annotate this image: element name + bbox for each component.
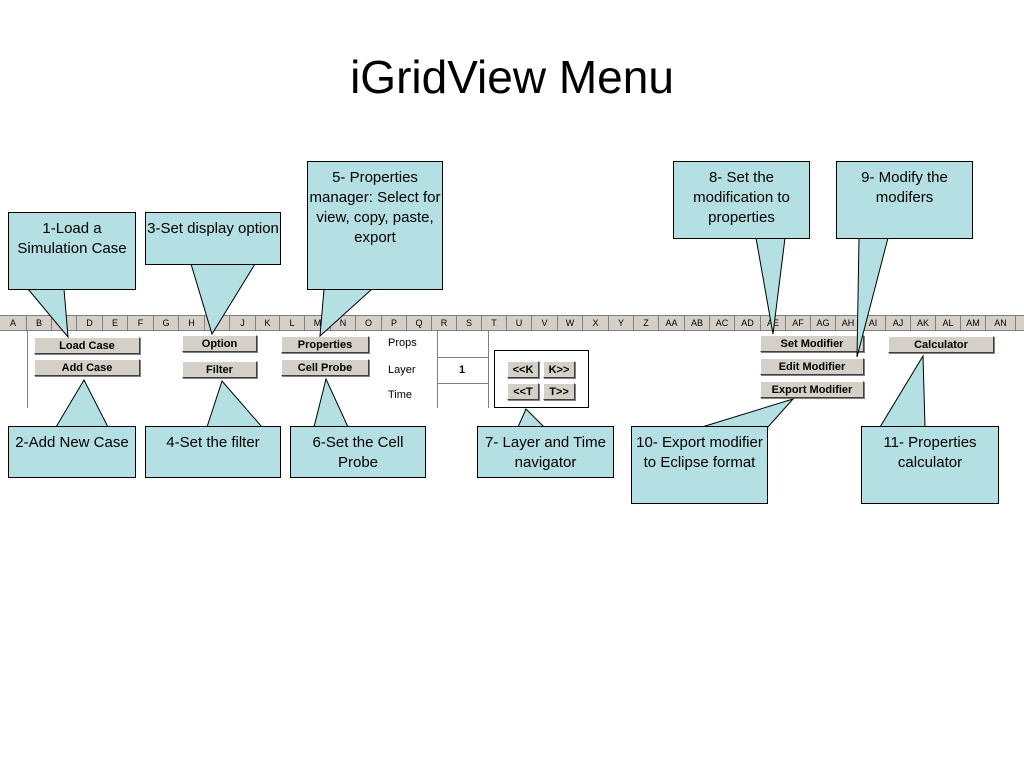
option-button[interactable]: Option (182, 335, 257, 352)
column-header-d[interactable]: D (77, 316, 103, 330)
callout-2-pointer (55, 378, 109, 428)
callout-10-pointer (701, 397, 795, 428)
column-header-bar: ABCDEFGHIJKLMNOPQRSTUVWXYZAAABACADAEAFAG… (0, 315, 1024, 331)
column-header-ak[interactable]: AK (911, 316, 936, 330)
page-title: iGridView Menu (350, 51, 674, 103)
column-header-h[interactable]: H (179, 316, 205, 330)
calculator-button[interactable]: Calculator (888, 336, 994, 353)
column-header-an[interactable]: AN (986, 316, 1016, 330)
callout-6-pointer (313, 377, 349, 428)
export-modifier-button[interactable]: Export Modifier (760, 381, 864, 398)
callout-properties-manager: 5- Properties manager: Select for view, … (307, 161, 443, 290)
callout-cell-probe: 6-Set the Cell Probe (290, 426, 426, 478)
grid-line (488, 330, 489, 408)
callout-3-pointer (190, 263, 256, 336)
layer-label: Layer (388, 364, 416, 376)
properties-button[interactable]: Properties (281, 336, 369, 353)
column-header-r[interactable]: R (432, 316, 457, 330)
grid-line (437, 357, 489, 358)
column-header-s[interactable]: S (457, 316, 482, 330)
column-header-k[interactable]: K (256, 316, 280, 330)
time-prev-button[interactable]: <<T (507, 383, 539, 400)
callout-navigator: 7- Layer and Time navigator (477, 426, 614, 478)
layer-prev-button[interactable]: <<K (507, 361, 539, 378)
time-next-button[interactable]: T>> (543, 383, 575, 400)
column-header-ab[interactable]: AB (685, 316, 710, 330)
callout-add-case: 2-Add New Case (8, 426, 136, 478)
column-header-ai[interactable]: AI (861, 316, 886, 330)
callout-calculator: 11- Properties calculator (861, 426, 999, 504)
column-header-g[interactable]: G (154, 316, 179, 330)
column-header-al[interactable]: AL (936, 316, 961, 330)
column-header-j[interactable]: J (230, 316, 256, 330)
column-header-y[interactable]: Y (609, 316, 634, 330)
callout-1-pointer (26, 288, 69, 339)
grid-line (437, 330, 438, 408)
cell-probe-button[interactable]: Cell Probe (281, 359, 369, 376)
column-header-f[interactable]: F (128, 316, 154, 330)
callout-7-pointer (517, 408, 546, 428)
callout-8-pointer (755, 237, 786, 335)
filter-button[interactable]: Filter (182, 361, 257, 378)
grid-line (27, 330, 28, 408)
column-header-n[interactable]: N (331, 316, 356, 330)
column-header-v[interactable]: V (532, 316, 558, 330)
callout-display-option: 3-Set display option (145, 212, 281, 265)
column-header-w[interactable]: W (558, 316, 583, 330)
edit-modifier-button[interactable]: Edit Modifier (760, 358, 864, 375)
column-header-aa[interactable]: AA (659, 316, 685, 330)
column-header-o[interactable]: O (356, 316, 382, 330)
props-label: Props (388, 337, 417, 349)
column-header-z[interactable]: Z (634, 316, 659, 330)
load-case-button[interactable]: Load Case (34, 337, 140, 354)
column-header-u[interactable]: U (507, 316, 532, 330)
time-label: Time (388, 389, 413, 401)
column-header-aj[interactable]: AJ (886, 316, 911, 330)
column-header-x[interactable]: X (583, 316, 609, 330)
layer-value: 1 (459, 364, 466, 376)
callout-set-modifier: 8- Set the modification to properties (673, 161, 810, 239)
callout-9-pointer (856, 237, 889, 358)
callout-export-modifier: 10- Export modifier to Eclipse format (631, 426, 768, 504)
column-header-e[interactable]: E (103, 316, 128, 330)
callout-5-pointer (319, 288, 374, 338)
layer-next-button[interactable]: K>> (543, 361, 575, 378)
callout-11-pointer (879, 354, 926, 428)
column-header-l[interactable]: L (280, 316, 305, 330)
column-header-am[interactable]: AM (961, 316, 986, 330)
column-header-ag[interactable]: AG (811, 316, 836, 330)
grid-line (437, 383, 489, 384)
column-header-q[interactable]: Q (407, 316, 432, 330)
set-modifier-button[interactable]: Set Modifier (760, 335, 864, 352)
callout-edit-modifier: 9- Modify the modifers (836, 161, 973, 239)
column-header-ac[interactable]: AC (710, 316, 735, 330)
column-header-p[interactable]: P (382, 316, 407, 330)
callout-load-case: 1-Load a Simulation Case (8, 212, 136, 290)
column-header-af[interactable]: AF (786, 316, 811, 330)
column-header-b[interactable]: B (27, 316, 52, 330)
add-case-button[interactable]: Add Case (34, 359, 140, 376)
callout-filter: 4-Set the filter (145, 426, 281, 478)
column-header-a[interactable]: A (0, 316, 27, 330)
callout-4-pointer (206, 380, 264, 428)
column-header-t[interactable]: T (482, 316, 507, 330)
column-header-ad[interactable]: AD (735, 316, 761, 330)
